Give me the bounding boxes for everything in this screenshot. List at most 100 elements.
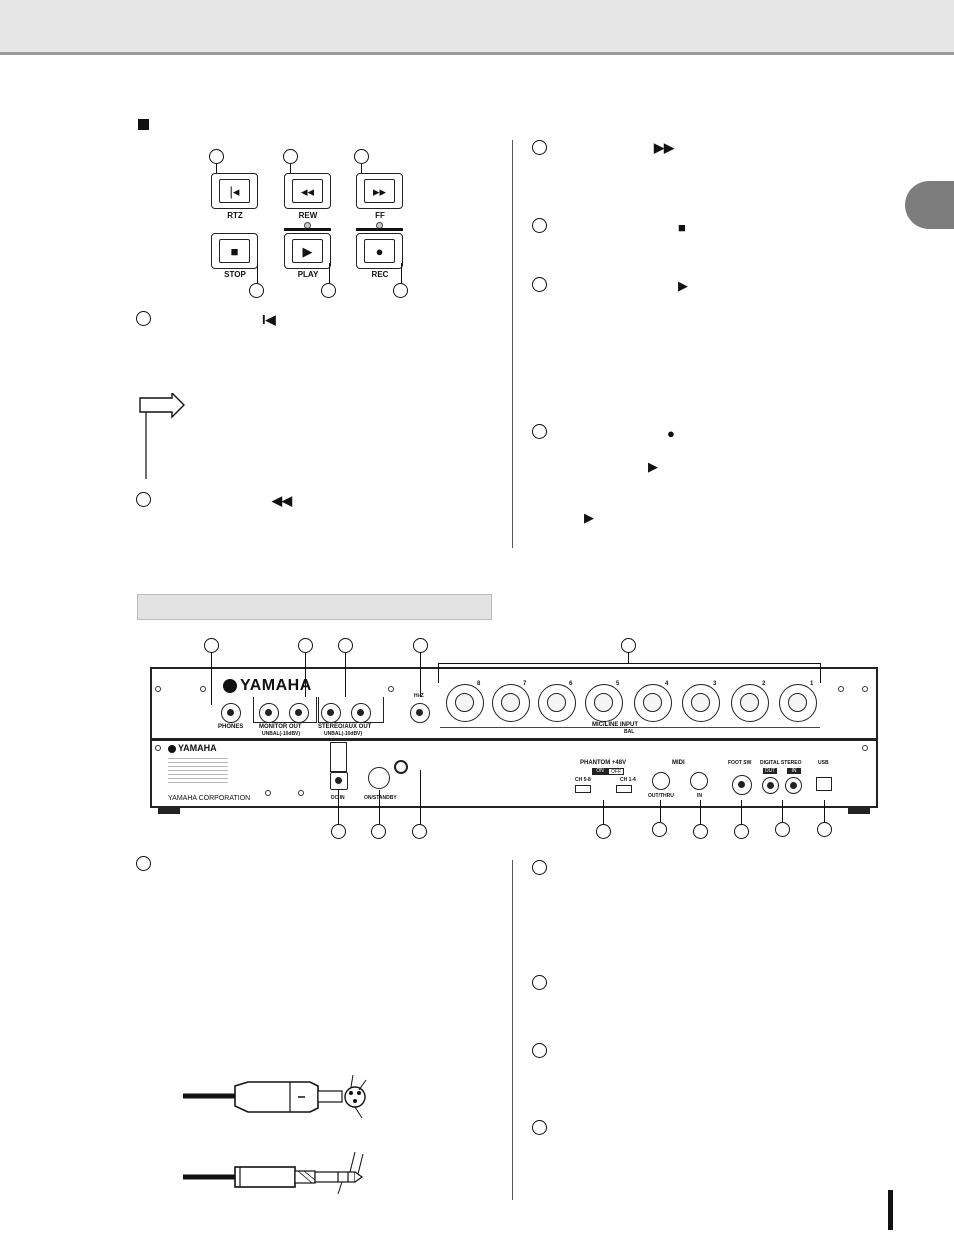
input-number: 4 [665, 681, 669, 687]
midi-in-label: IN [697, 793, 702, 799]
bal-label: BAL [624, 729, 635, 735]
play-symbol: ▶ [678, 278, 688, 293]
ff-symbol: ▶▶ [654, 140, 674, 155]
callout-circle [298, 638, 313, 653]
item-marker [532, 1043, 547, 1058]
panel-foot [158, 808, 180, 814]
hiz-label: Hi-Z [414, 693, 424, 699]
phantom-on-label: ON [592, 768, 608, 775]
screw [388, 686, 394, 692]
usb-port[interactable] [816, 777, 832, 791]
item-marker [136, 492, 151, 507]
monitor-out-r-jack[interactable] [259, 703, 279, 723]
digital-in-label: IN [787, 768, 801, 774]
callout-line [401, 263, 402, 283]
item-marker [136, 311, 151, 326]
ff-button[interactable]: ▸▸ [356, 173, 403, 209]
midi-out-thru-label: OUT/THRU [648, 793, 674, 799]
mic-line-input-3[interactable] [682, 684, 720, 722]
play-bar [284, 228, 331, 231]
standby-switch[interactable] [368, 767, 390, 789]
callout-line [329, 263, 330, 283]
mic-line-input-2[interactable] [731, 684, 769, 722]
rec-button[interactable]: ● [356, 233, 403, 269]
screw [862, 745, 868, 751]
callout-line [379, 790, 380, 824]
stereo-out-l-jack[interactable] [351, 703, 371, 723]
rew-symbol: ◀◀ [272, 493, 292, 508]
column-divider [512, 860, 513, 1200]
item-marker [532, 424, 547, 439]
digital-out-jack[interactable] [762, 777, 779, 794]
dc-in-jack[interactable] [330, 772, 348, 790]
phantom-off-label: OFF [608, 768, 624, 775]
item-marker [532, 860, 547, 875]
phantom-ch14-label: CH 1-4 [620, 777, 636, 783]
callout-circle [283, 149, 298, 164]
input-number: 5 [616, 681, 620, 687]
stereo-aux-out-label: STEREO/AUX OUT [318, 724, 372, 730]
ff-label: FF [375, 211, 385, 220]
phantom-ch58-label: CH 5-8 [575, 777, 591, 783]
screw [200, 686, 206, 692]
column-divider [512, 140, 513, 548]
callout-circle [204, 638, 219, 653]
input-number: 3 [713, 681, 717, 687]
midi-in-port[interactable] [690, 772, 708, 790]
item-marker [532, 277, 547, 292]
mic-line-input-8[interactable] [446, 684, 484, 722]
callout-line [420, 770, 421, 824]
foot-sw-jack[interactable] [732, 775, 752, 795]
bracket-line [438, 663, 820, 664]
hiz-jack[interactable] [410, 703, 430, 723]
digital-in-jack[interactable] [785, 777, 802, 794]
monitor-out-label: MONITOR OUT [259, 724, 302, 730]
callout-circle [249, 283, 264, 298]
rew-button[interactable]: ◂◂ [284, 173, 331, 209]
stop-label: STOP [224, 270, 246, 279]
yamaha-logo-small-icon [168, 745, 176, 753]
stereo-aux-out-sub: UNBAL(-10dBV) [324, 731, 363, 737]
section-bullet [138, 119, 149, 130]
phantom-label: PHANTOM +48V [580, 760, 627, 766]
foot-sw-label: FOOT SW [728, 760, 752, 766]
screw [265, 790, 271, 796]
connector-illustration [180, 1060, 400, 1200]
monitor-out-l-jack[interactable] [289, 703, 309, 723]
digital-out-label: OUT [763, 768, 777, 774]
callout-circle [321, 283, 336, 298]
mic-line-input-5[interactable] [585, 684, 623, 722]
screw [155, 745, 161, 751]
play-button[interactable]: ▶ [284, 233, 331, 269]
callout-line [628, 653, 629, 663]
midi-out-thru-port[interactable] [652, 772, 670, 790]
rec-bar [356, 228, 403, 231]
stereo-out-r-jack[interactable] [321, 703, 341, 723]
xlr-plug-icon [183, 1074, 367, 1119]
callout-line [660, 800, 661, 822]
rtz-icon: |◂ [229, 183, 240, 199]
stop-button[interactable]: ■ [211, 233, 258, 269]
mic-line-input-7[interactable] [492, 684, 530, 722]
callout-line [824, 800, 825, 822]
mic-line-input-4[interactable] [634, 684, 672, 722]
rew-icon: ◂◂ [300, 183, 315, 199]
phantom-switch-14[interactable] [616, 785, 632, 793]
mic-line-input-1[interactable] [779, 684, 817, 722]
mic-line-input-6[interactable] [538, 684, 576, 722]
callout-line [257, 263, 258, 283]
item-marker [532, 1120, 547, 1135]
callout-circle [621, 638, 636, 653]
phones-jack[interactable] [221, 703, 241, 723]
phantom-switch-58[interactable] [575, 785, 591, 793]
dc-cable-hook [330, 742, 347, 772]
callout-circle [413, 638, 428, 653]
rtz-label: RTZ [227, 211, 243, 220]
screw [862, 686, 868, 692]
ground-screw [394, 760, 408, 774]
rec-label: REC [371, 270, 389, 279]
rtz-button[interactable]: |◂ [211, 173, 258, 209]
section-heading-strip [137, 594, 492, 620]
play-icon: ▶ [302, 243, 313, 259]
header-bar [0, 0, 954, 55]
